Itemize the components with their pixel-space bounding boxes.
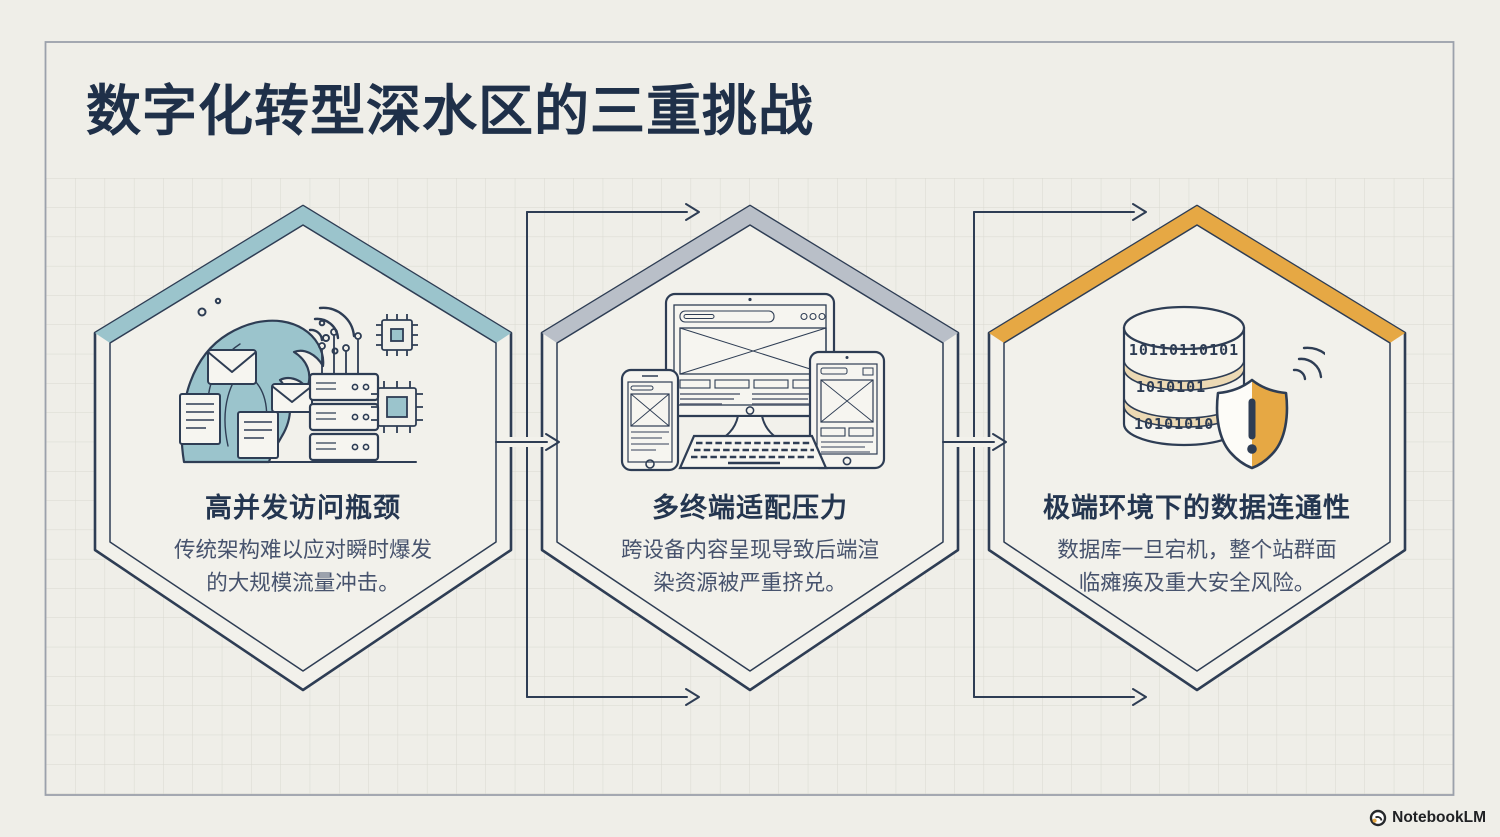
signal-arcs (308, 306, 356, 342)
card-title: 多终端适配压力 (652, 493, 848, 523)
flow-arrow-bottom-2 (973, 688, 1147, 706)
brand-watermark: NotebookLM (1369, 809, 1486, 827)
brand-label: NotebookLM (1392, 809, 1486, 826)
database-cylinder: 10110110101 1010101 10101010 (1122, 305, 1246, 447)
card-desc-line: 跨设备内容呈现导致后端渲 (620, 538, 879, 562)
panel-frame (44, 41, 1455, 796)
card-title: 高并发访问瓶颈 (205, 493, 401, 523)
flow-arrow-middle-2 (942, 433, 1007, 451)
chip-icon-small (376, 314, 418, 356)
flow-arrow-top-2 (973, 203, 1147, 221)
alert-shield (1215, 378, 1289, 470)
circuit-stems (318, 328, 362, 375)
server-stack (308, 372, 380, 462)
card-hexagon-3 (987, 204, 1407, 692)
tan-band (1123, 359, 1245, 391)
page-title: 数字化转型深水区的三重挑战 (86, 80, 815, 142)
binary-row: 1010101 (1136, 378, 1206, 396)
notebooklm-logo-icon (1369, 809, 1387, 827)
envelope-icons (207, 349, 313, 413)
flow-arrow-bottom-1 (526, 688, 700, 706)
binary-row: 10110110101 (1129, 341, 1239, 359)
card-high-concurrency: 高并发访问瓶颈 传统架构难以应对瞬时爆发 的大规模流量冲击。 (94, 486, 512, 600)
wave-servers-icon (179, 297, 423, 464)
document-icons (179, 393, 279, 459)
binary-row: 10101010 (1134, 415, 1214, 433)
smartphone (620, 368, 680, 472)
card-title: 极端环境下的数据连通性 (1043, 493, 1351, 523)
flow-connector-1 (495, 203, 700, 706)
flow-arrow-top-1 (526, 203, 700, 221)
flow-connector-2 (942, 203, 1147, 706)
card-desc-line: 染资源被严重挤兑。 (653, 571, 847, 595)
splash-drops (197, 297, 339, 355)
card-desc-line: 传统架构难以应对瞬时爆发 (173, 538, 432, 562)
desktop-monitor (664, 292, 836, 450)
card-extreme-environment: 极端环境下的数据连通性 数据库一旦宕机，整个站群面 临瘫痪及重大安全风险。 (988, 486, 1406, 600)
multi-device-icon (620, 292, 886, 472)
card-desc-line: 的大规模流量冲击。 (206, 571, 400, 595)
database-shield-icon: 10110110101 1010101 10101010 (1122, 305, 1325, 470)
card-multi-terminal: 多终端适配压力 跨设备内容呈现导致后端渲 染资源被严重挤兑。 (541, 486, 959, 600)
exclamation-dot (1247, 444, 1257, 454)
card-hexagon-1 (93, 204, 513, 692)
keyboard (678, 434, 828, 470)
signal-arcs (1292, 346, 1325, 381)
card-desc-line: 临瘫痪及重大安全风险。 (1078, 571, 1316, 595)
tablet (808, 350, 886, 470)
chip-icon-large (371, 381, 423, 433)
card-desc-line: 数据库一旦宕机，整个站群面 (1057, 538, 1337, 562)
flow-arrow-middle-1 (495, 433, 560, 451)
